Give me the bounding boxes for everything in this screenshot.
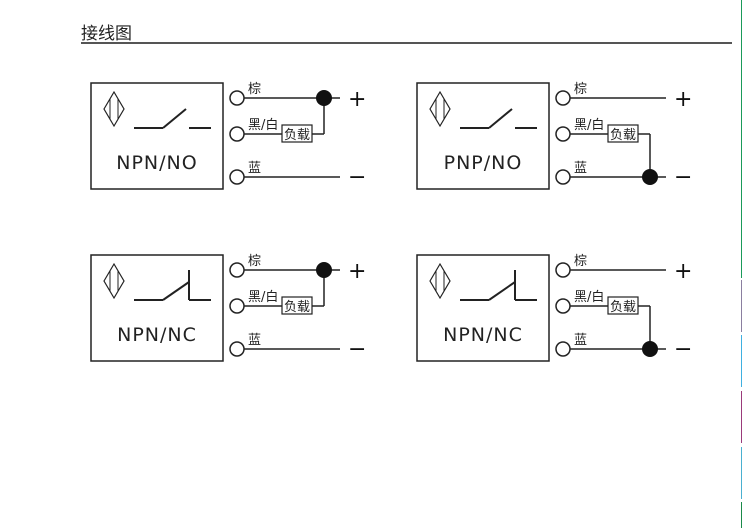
terminal-black-white xyxy=(555,126,571,142)
wire-label-black-white: 黑/白 xyxy=(574,117,604,133)
switch-blade-open-icon xyxy=(488,108,513,129)
wire-label-blue: 蓝 xyxy=(574,333,587,348)
positive-terminal-label: + xyxy=(674,87,692,112)
junction-dot xyxy=(316,90,332,106)
negative-terminal-label: − xyxy=(348,337,366,362)
switch-blade-open-icon xyxy=(162,108,187,129)
inductive-sensor-icon xyxy=(103,262,125,300)
junction-dot xyxy=(316,262,332,278)
switch-blade-closed-icon xyxy=(162,281,190,301)
wire-label-blue: 蓝 xyxy=(574,161,587,176)
wire-label-blue: 蓝 xyxy=(248,333,261,348)
negative-terminal-label: − xyxy=(674,165,692,190)
load-label: 负载 xyxy=(284,128,310,143)
terminal-blue xyxy=(229,169,245,185)
terminal-blue xyxy=(555,341,571,357)
wire-label-blue: 蓝 xyxy=(248,161,261,176)
model-label: PNP/NO xyxy=(444,152,523,174)
model-label: NPN/NO xyxy=(116,152,197,174)
inductive-sensor-icon xyxy=(103,90,125,128)
wire-label-brown: 棕 xyxy=(574,82,587,97)
terminal-brown xyxy=(229,262,245,278)
sensor-body xyxy=(416,254,550,362)
wire-label-black-white: 黑/白 xyxy=(248,289,278,305)
positive-terminal-label: + xyxy=(674,259,692,284)
terminal-black-white xyxy=(229,298,245,314)
sensor-body xyxy=(90,82,224,190)
terminal-blue xyxy=(555,169,571,185)
switch-blade-closed-icon xyxy=(488,281,516,301)
terminal-brown xyxy=(555,90,571,106)
inductive-sensor-icon xyxy=(429,90,451,128)
model-label: NPN/NC xyxy=(117,324,197,346)
title-divider xyxy=(81,42,732,44)
load-label: 负载 xyxy=(610,128,636,143)
load-label: 负载 xyxy=(284,300,310,315)
terminal-black-white xyxy=(229,126,245,142)
negative-terminal-label: − xyxy=(348,165,366,190)
sensor-body xyxy=(90,254,224,362)
junction-dot xyxy=(642,169,658,185)
wire-label-brown: 棕 xyxy=(248,82,261,97)
wire-label-black-white: 黑/白 xyxy=(248,117,278,133)
positive-terminal-label: + xyxy=(348,87,366,112)
terminal-brown xyxy=(555,262,571,278)
positive-terminal-label: + xyxy=(348,259,366,284)
junction-dot xyxy=(642,341,658,357)
terminal-brown xyxy=(229,90,245,106)
wire-label-brown: 棕 xyxy=(574,254,587,269)
sensor-body xyxy=(416,82,550,190)
load-label: 负载 xyxy=(610,300,636,315)
inductive-sensor-icon xyxy=(429,262,451,300)
model-label: NPN/NC xyxy=(443,324,523,346)
negative-terminal-label: − xyxy=(674,337,692,362)
wire-label-black-white: 黑/白 xyxy=(574,289,604,305)
terminal-blue xyxy=(229,341,245,357)
terminal-black-white xyxy=(555,298,571,314)
wire-label-brown: 棕 xyxy=(248,254,261,269)
page-title: 接线图 xyxy=(81,24,132,44)
